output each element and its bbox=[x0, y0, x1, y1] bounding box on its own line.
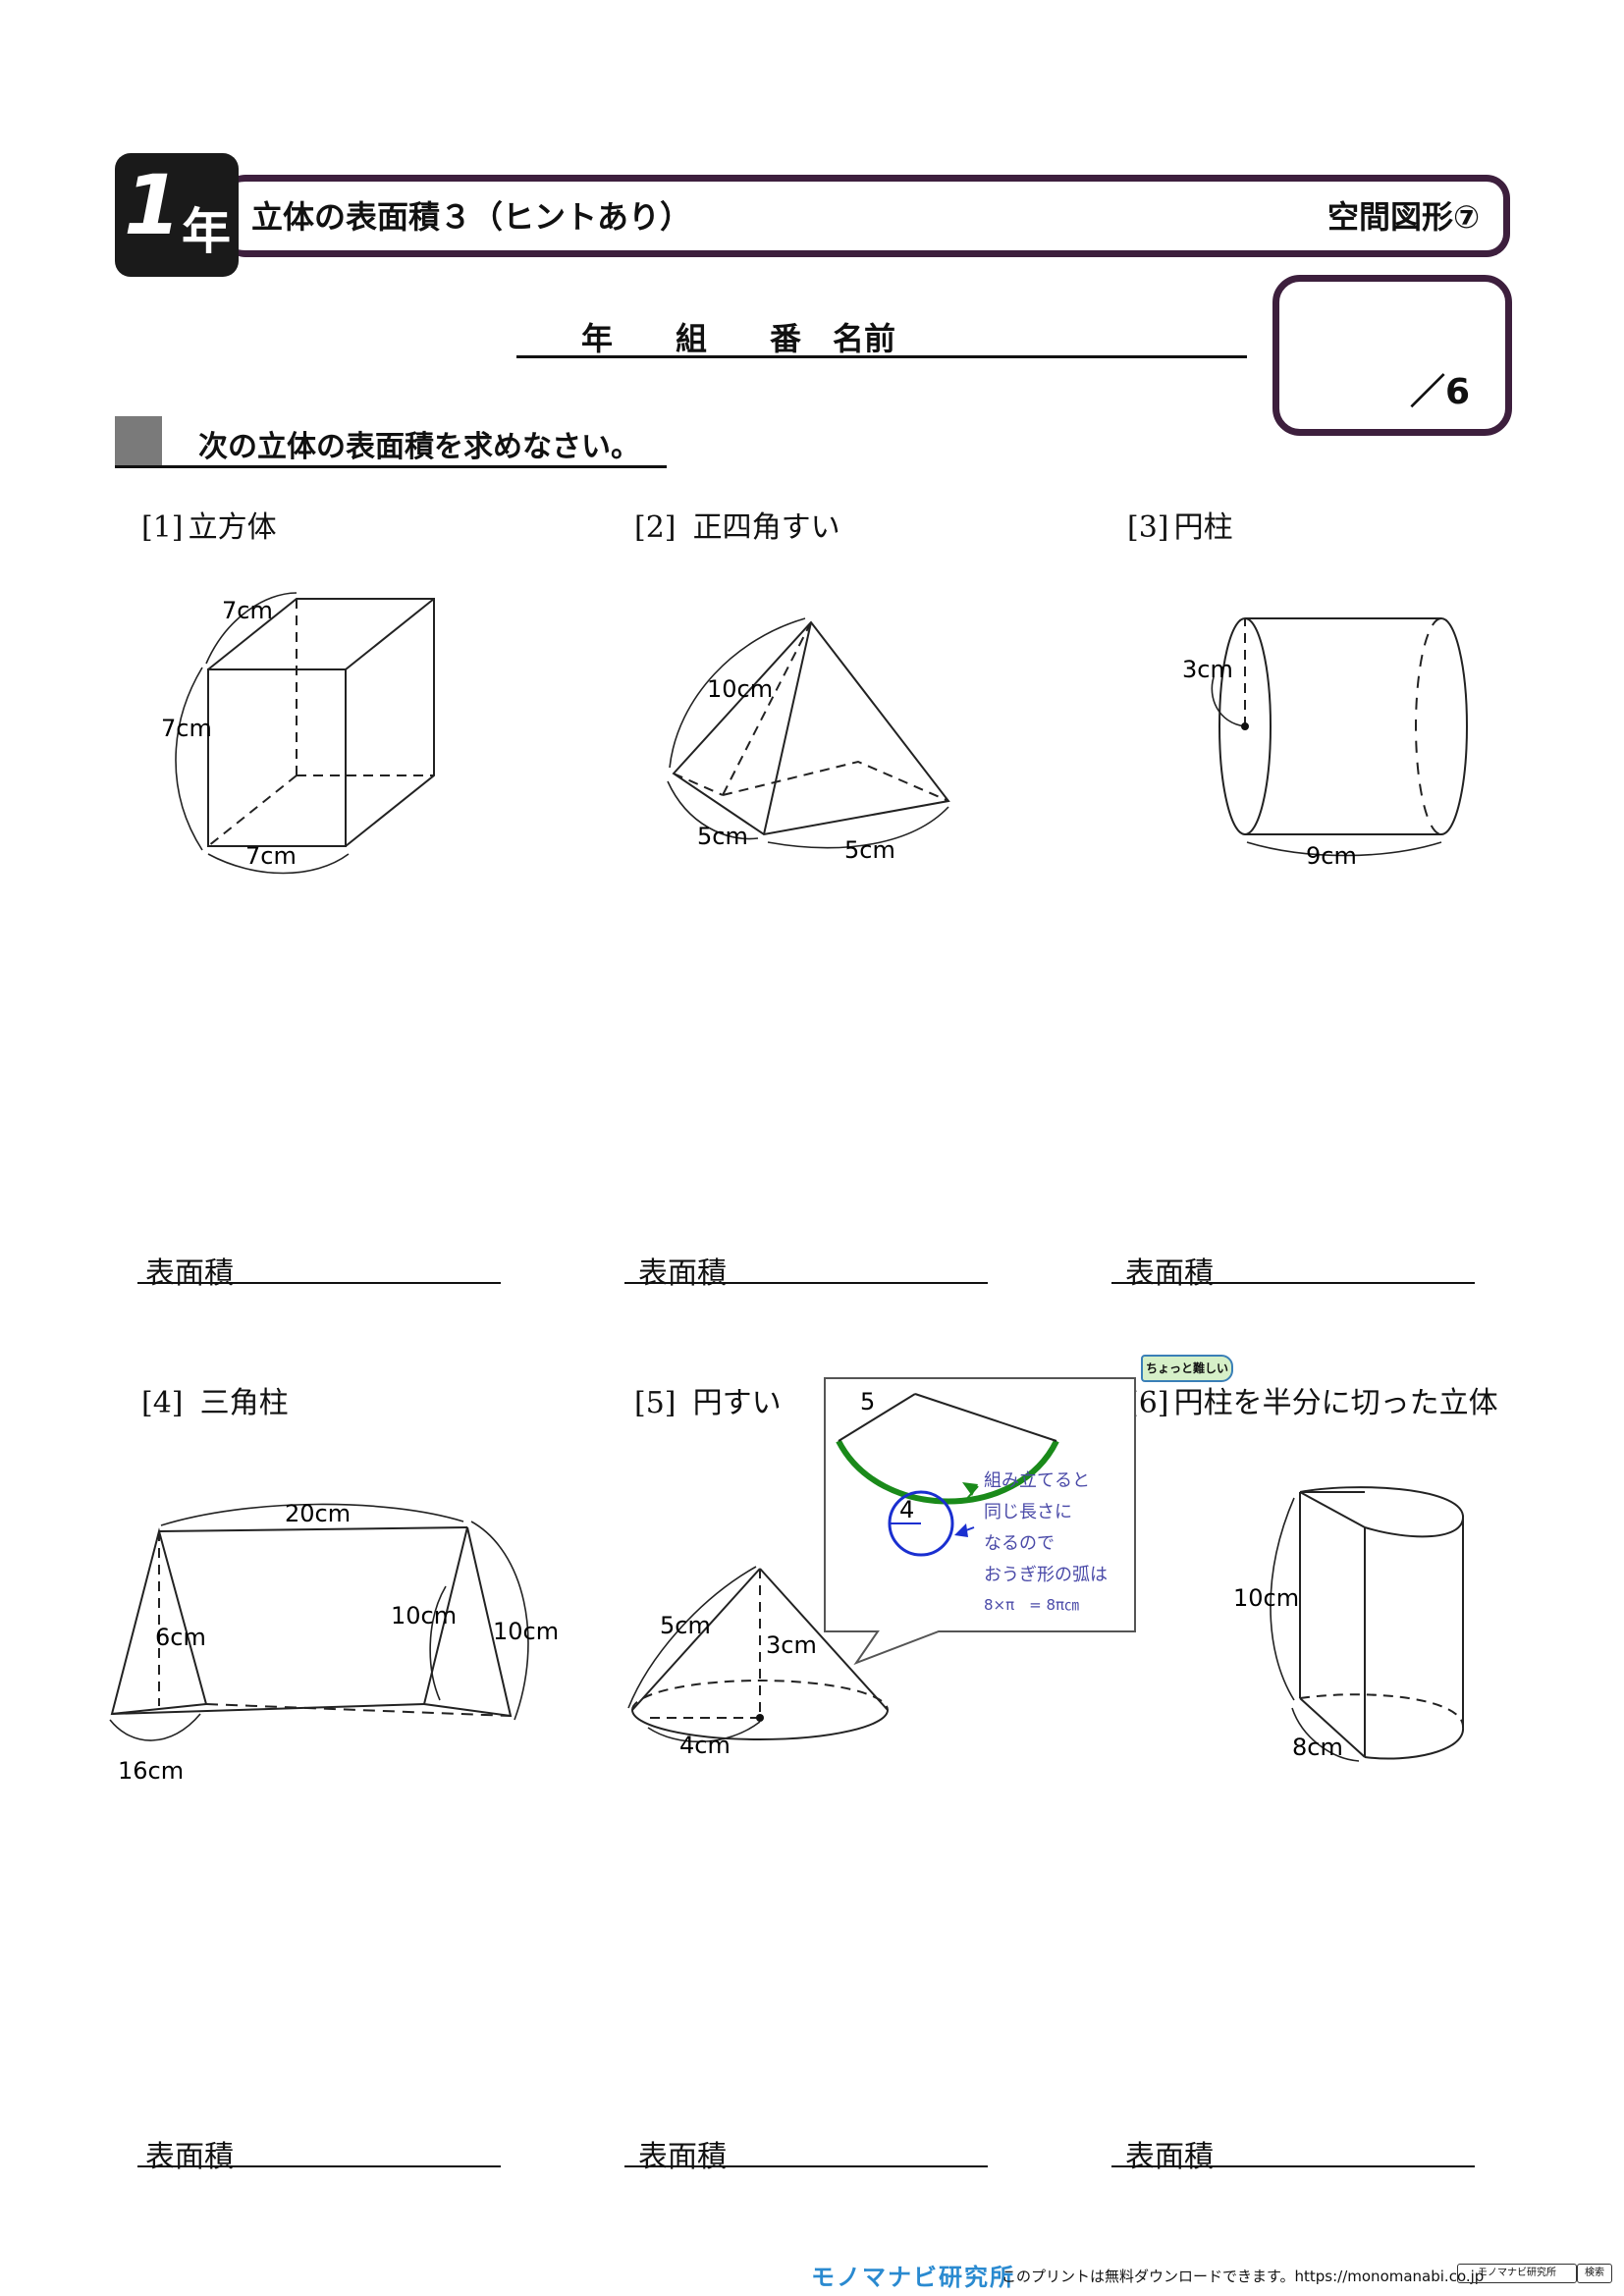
problem-label: 円柱 bbox=[1173, 510, 1233, 545]
answer-label-1: 表面積 bbox=[145, 1256, 234, 1291]
footer-note: このプリントは無料ダウンロードできます。https://monomanabi.c… bbox=[1001, 2268, 1485, 2285]
half-cylinder-figure: 10cm 8cm bbox=[1233, 1486, 1465, 1762]
dim-label: 7cm bbox=[222, 597, 273, 624]
problem-5-heading: [5] 円すい bbox=[634, 1378, 782, 1421]
score-box bbox=[1272, 275, 1512, 436]
grade-kanji: 年 bbox=[182, 203, 231, 260]
square-pyramid-figure: 10cm 5cm 5cm bbox=[667, 617, 950, 864]
difficulty-badge: ちょっと難しい bbox=[1141, 1355, 1233, 1382]
problem-label: 立方体 bbox=[188, 510, 277, 545]
dim-label: 9cm bbox=[1306, 842, 1357, 870]
problem-number: [4] bbox=[141, 1386, 184, 1420]
footer-search-button[interactable]: 検索 bbox=[1577, 2264, 1612, 2283]
problem-1-heading: [1] 立方体 bbox=[141, 503, 277, 546]
answer-line-2[interactable] bbox=[624, 1282, 988, 1284]
grade-number: 1 bbox=[124, 157, 182, 253]
hint-line: 組み立てると bbox=[984, 1470, 1090, 1491]
dim-label: 3cm bbox=[766, 1631, 817, 1659]
problem-2-heading: [2] 正四角すい bbox=[634, 503, 840, 546]
brand-logo[interactable]: モノマナビ研究所 bbox=[811, 2264, 1015, 2291]
answer-label-5: 表面積 bbox=[638, 2140, 727, 2174]
cone-figure: 5cm 3cm 4cm bbox=[627, 1566, 889, 1759]
answer-label-2: 表面積 bbox=[638, 1256, 727, 1291]
score-total: ／6 bbox=[1410, 372, 1471, 412]
grade-badge bbox=[115, 153, 239, 277]
answer-line-5[interactable] bbox=[624, 2165, 988, 2167]
dim-label: 4cm bbox=[679, 1732, 731, 1759]
problem-3-heading: [3] 円柱 bbox=[1127, 503, 1233, 546]
instruction-text: 次の立体の表面積を求めなさい。 bbox=[198, 430, 640, 464]
answer-line-6[interactable] bbox=[1111, 2165, 1475, 2167]
name-line[interactable] bbox=[516, 355, 1247, 358]
dim-label: 5cm bbox=[844, 836, 895, 864]
problem-label: 円すい bbox=[692, 1386, 782, 1420]
answer-label-3: 表面積 bbox=[1125, 1256, 1214, 1291]
problem-label: 円柱を半分に切った立体 bbox=[1173, 1386, 1498, 1420]
dim-label: 10cm bbox=[1233, 1584, 1299, 1612]
answer-line-4[interactable] bbox=[137, 2165, 501, 2167]
dim-label: 6cm bbox=[155, 1624, 206, 1651]
answer-label-4: 表面積 bbox=[145, 2140, 234, 2174]
hint-circle-radius: 4 bbox=[899, 1496, 914, 1523]
problem-4-heading: [4] 三角柱 bbox=[141, 1378, 289, 1421]
dim-label: 7cm bbox=[161, 715, 212, 742]
footer-search-box[interactable]: モノマナビ研究所 bbox=[1457, 2264, 1577, 2283]
answer-line-3[interactable] bbox=[1111, 1282, 1475, 1284]
problem-6-heading: [6] 円柱を半分に切った立体 bbox=[1127, 1378, 1498, 1421]
cube-figure: 7cm 7cm 7cm bbox=[161, 592, 435, 875]
hint-radius: 5 bbox=[860, 1388, 875, 1415]
problem-number: [3] bbox=[1127, 510, 1169, 545]
hint-callout: 5 4 組み立てると 同じ長さに なるので おうぎ形の弧は 8×π = 8π㎝ bbox=[824, 1377, 1136, 1666]
dim-label: 8cm bbox=[1292, 1734, 1343, 1761]
name-field-label: 年 組 番 名前 bbox=[581, 320, 896, 357]
answer-label-6: 表面積 bbox=[1125, 2140, 1214, 2174]
dim-label: 7cm bbox=[245, 842, 297, 870]
hint-line: 8×π = 8π㎝ bbox=[984, 1596, 1079, 1614]
problem-number: [2] bbox=[634, 510, 677, 545]
hint-line: なるので bbox=[984, 1533, 1055, 1554]
sector-arc bbox=[836, 1439, 1059, 1505]
worksheet-title: 立体の表面積３（ヒントあり） bbox=[251, 198, 692, 236]
unit-label: 空間図形⑦ bbox=[1327, 198, 1481, 236]
dim-label: 3cm bbox=[1182, 656, 1233, 683]
answer-line-1[interactable] bbox=[137, 1282, 501, 1284]
title-bar bbox=[222, 175, 1510, 257]
dim-label: 5cm bbox=[697, 823, 748, 850]
triangular-prism-figure: 20cm 6cm 10cm 10cm 16cm bbox=[109, 1500, 559, 1785]
hint-line: 同じ長さに bbox=[984, 1502, 1072, 1522]
dim-label: 16cm bbox=[118, 1757, 184, 1785]
dim-label: 5cm bbox=[660, 1612, 711, 1639]
dim-label: 10cm bbox=[707, 675, 773, 703]
problem-number: [5] bbox=[634, 1386, 677, 1420]
problem-number: [1] bbox=[141, 510, 184, 545]
instruction-underline bbox=[115, 465, 667, 468]
dim-label: 10cm bbox=[493, 1618, 559, 1645]
problem-label: 正四角すい bbox=[692, 510, 840, 545]
dim-label: 10cm bbox=[391, 1602, 457, 1629]
problem-label: 三角柱 bbox=[199, 1386, 289, 1420]
instruction-marker bbox=[115, 416, 162, 465]
cube-front-face bbox=[207, 668, 347, 847]
cylinder-figure: 3cm 9cm bbox=[1182, 617, 1468, 870]
dim-label: 20cm bbox=[285, 1500, 351, 1527]
hint-line: おうぎ形の弧は bbox=[984, 1565, 1108, 1585]
